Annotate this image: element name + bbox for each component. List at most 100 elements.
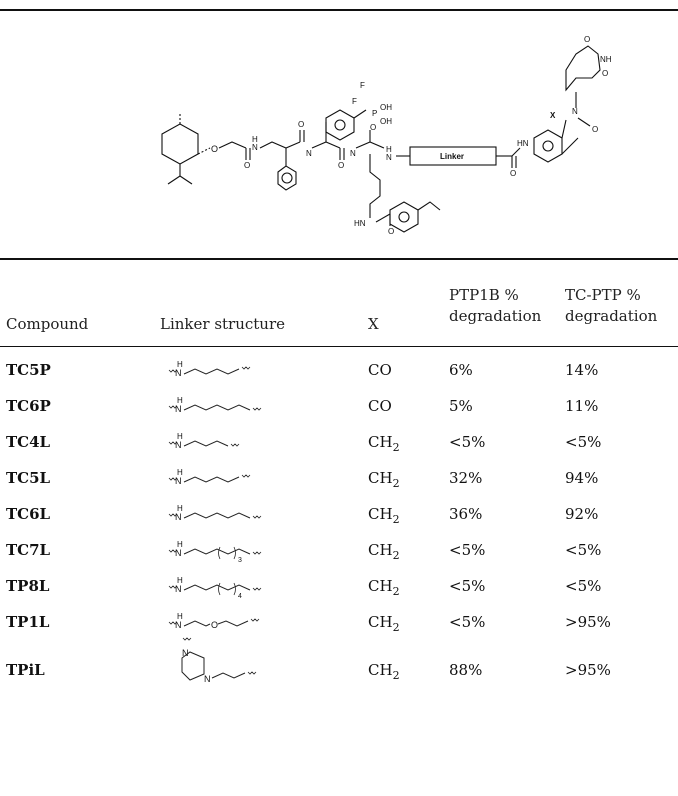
linker-box-label: Linker bbox=[440, 152, 464, 161]
tcptp-degradation: 14% bbox=[565, 361, 599, 379]
tcptp-degradation: >95% bbox=[565, 613, 611, 631]
ptp1b-degradation: <5% bbox=[449, 577, 486, 595]
svg-text:N: N bbox=[175, 620, 182, 630]
svg-text:N: N bbox=[175, 440, 182, 450]
scheme-bottom-rule bbox=[0, 258, 678, 260]
svg-text:N: N bbox=[175, 548, 182, 558]
compound-name: TP1L bbox=[6, 613, 50, 631]
atom-HN-2: HN bbox=[517, 139, 529, 148]
atom-OH-2: OH bbox=[380, 117, 392, 126]
atom-O-7: O bbox=[592, 125, 598, 134]
atom-O-1: O bbox=[244, 161, 250, 170]
atom-O-2: O bbox=[298, 120, 304, 129]
compound-name: TC5P bbox=[6, 361, 51, 379]
atom-F-2: F bbox=[352, 97, 357, 106]
linker-structure: HN bbox=[168, 504, 262, 522]
atom-N-1: N bbox=[252, 143, 258, 152]
svg-text:N: N bbox=[182, 648, 189, 658]
header-ptp1b-line1: PTP1B % bbox=[449, 286, 519, 304]
linker-structure: HN 4 bbox=[168, 576, 262, 600]
header-tcptp-line2: degradation bbox=[565, 307, 658, 325]
glutarimide-ring bbox=[565, 45, 601, 92]
tcptp-degradation: >95% bbox=[565, 661, 611, 679]
atom-O-4: O bbox=[338, 161, 344, 170]
linker-structure: HN O bbox=[168, 612, 260, 630]
atom-HN: HN bbox=[354, 219, 366, 228]
linker-structure: HN bbox=[168, 360, 251, 378]
atom-N-3: N bbox=[350, 149, 356, 158]
tcptp-degradation: <5% bbox=[565, 541, 602, 559]
svg-text:N: N bbox=[175, 368, 182, 378]
header-compound: Compound bbox=[6, 315, 89, 333]
linker-structure: HN 3 bbox=[168, 540, 262, 564]
ptp1b-degradation: <5% bbox=[449, 541, 486, 559]
atom-OH-1: OH bbox=[380, 103, 392, 112]
x-group: CH2 bbox=[368, 613, 400, 634]
atom-O-9: O bbox=[584, 35, 590, 44]
tcptp-degradation: <5% bbox=[565, 577, 602, 595]
atom-F-1: F bbox=[360, 81, 365, 90]
atom-O-5: O bbox=[388, 227, 394, 236]
ptp1b-degradation: <5% bbox=[449, 613, 486, 631]
phenyl-ring-3 bbox=[389, 201, 419, 233]
ptp1b-degradation: 5% bbox=[449, 397, 473, 415]
compound-name: TC6P bbox=[6, 397, 51, 415]
atom-O-8: O bbox=[602, 69, 608, 78]
x-group: CH2 bbox=[368, 433, 400, 454]
linker-structure: NN bbox=[181, 637, 257, 684]
ptp1b-degradation: 36% bbox=[449, 505, 483, 523]
svg-text:N: N bbox=[175, 476, 182, 486]
linker-structure: HN bbox=[168, 432, 240, 450]
ptp1b-degradation: <5% bbox=[449, 433, 486, 451]
atom-N-2: N bbox=[306, 149, 312, 158]
tcptp-degradation: 11% bbox=[565, 397, 599, 415]
svg-text:H: H bbox=[177, 360, 183, 369]
top-rule bbox=[0, 9, 678, 11]
chemical-scheme: O O H N O N F F P OH OH O O N HN O H N L… bbox=[0, 14, 678, 258]
x-group: CO bbox=[368, 361, 392, 379]
svg-text:H: H bbox=[177, 432, 183, 441]
atom-H-2: H bbox=[386, 145, 392, 154]
compound-name: TC5L bbox=[6, 469, 51, 487]
svg-text:H: H bbox=[177, 540, 183, 549]
scheme-drawing: O O H N O N F F P OH OH O O N HN O H N L… bbox=[161, 35, 612, 236]
compound-name: TC7L bbox=[6, 541, 51, 559]
svg-text:H: H bbox=[177, 576, 183, 585]
x-group: CH2 bbox=[368, 541, 400, 562]
compound-name: TC6L bbox=[6, 505, 51, 523]
header-linker: Linker structure bbox=[160, 315, 286, 333]
svg-text:N: N bbox=[175, 404, 182, 414]
ptp1b-degradation: 88% bbox=[449, 661, 483, 679]
tcptp-degradation: 94% bbox=[565, 469, 599, 487]
atom-X: X bbox=[550, 111, 556, 120]
tcptp-degradation: <5% bbox=[565, 433, 602, 451]
svg-text:H: H bbox=[177, 468, 183, 477]
atom-NH: NH bbox=[600, 55, 612, 64]
svg-text:H: H bbox=[177, 396, 183, 405]
atom-O-ether: O bbox=[211, 144, 218, 154]
x-group: CH2 bbox=[368, 661, 400, 682]
header-ptp1b-line2: degradation bbox=[449, 307, 542, 325]
svg-text:N: N bbox=[175, 512, 182, 522]
x-group: CH2 bbox=[368, 469, 400, 490]
svg-text:4: 4 bbox=[238, 593, 242, 600]
compound-name: TP8L bbox=[6, 577, 50, 595]
atom-H-1: H bbox=[252, 135, 258, 144]
phenyl-ring-1 bbox=[277, 165, 297, 191]
atom-P: P bbox=[372, 109, 377, 118]
atom-N-5: N bbox=[572, 107, 578, 116]
svg-text:N: N bbox=[175, 584, 182, 594]
ptp1b-degradation: 32% bbox=[449, 469, 483, 487]
atom-N-4: N bbox=[386, 153, 392, 162]
svg-text:O: O bbox=[211, 620, 218, 630]
svg-text:3: 3 bbox=[238, 557, 242, 564]
svg-text:H: H bbox=[177, 612, 183, 621]
